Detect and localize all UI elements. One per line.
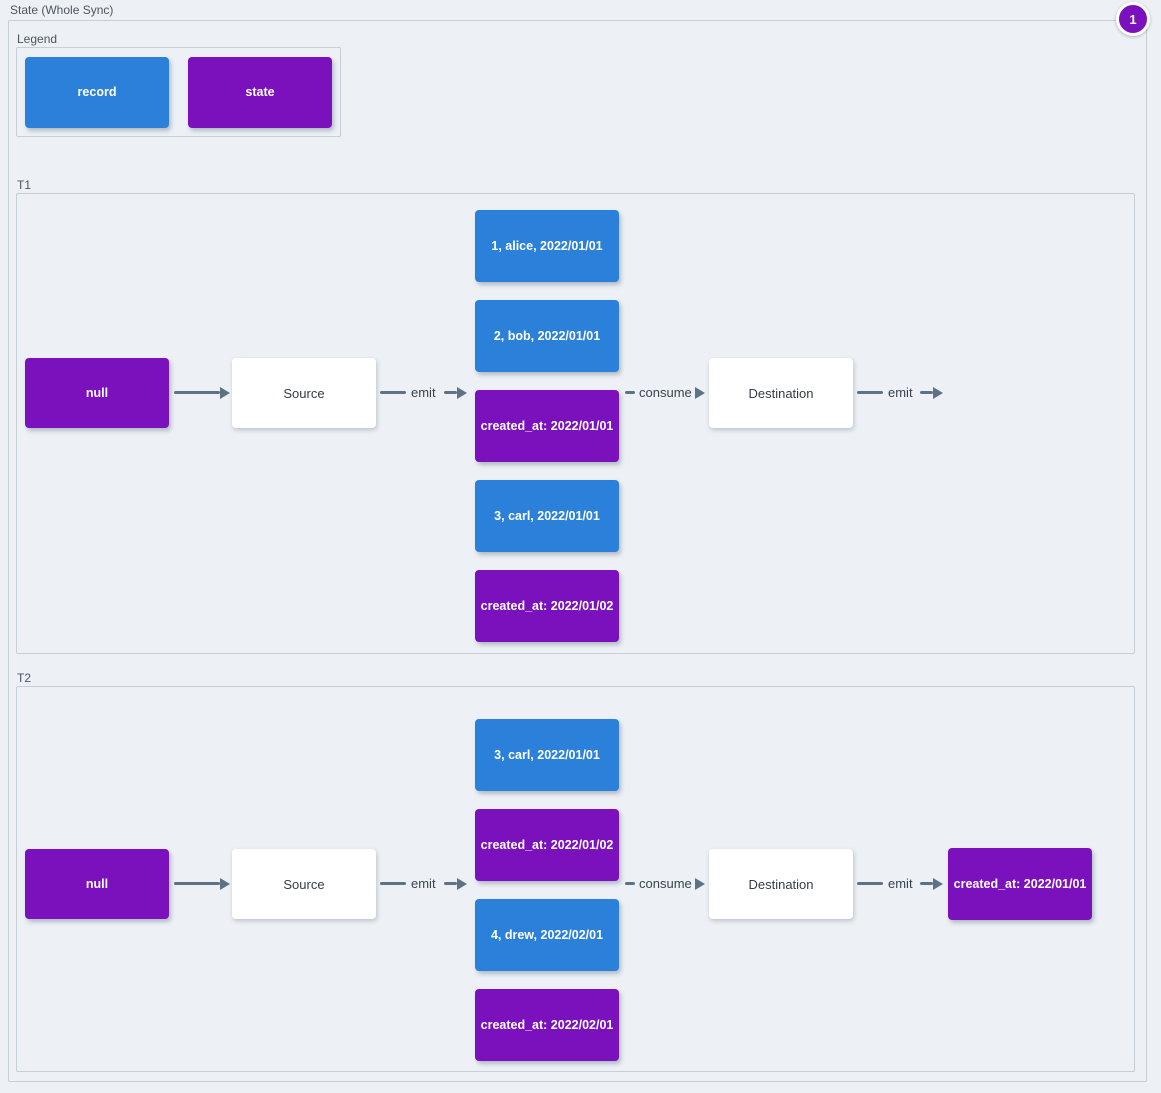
t2-record-1: 3, carl, 2022/01/01 [475, 719, 619, 791]
t2-state-2-label: created_at: 2022/02/01 [480, 1017, 614, 1032]
diagram-title: State (Whole Sync) [10, 3, 114, 17]
t1-emit-arrowhead-icon [457, 387, 467, 399]
t1-consume-line [625, 391, 635, 394]
step-badge[interactable]: 1 [1116, 2, 1150, 36]
t1-emit-out-line-right [920, 391, 933, 394]
t1-state-2-label: created_at: 2022/01/02 [480, 598, 614, 613]
t1-record-1-label: 1, alice, 2022/01/01 [491, 238, 603, 253]
t2-source-node: Source [232, 849, 376, 919]
t1-input-state-node: null [25, 358, 169, 428]
t2-consume-line [625, 882, 635, 885]
t2-consume-label: consume [639, 876, 692, 891]
t2-consume-arrowhead-icon [695, 878, 705, 890]
legend-record-node: record [25, 57, 169, 128]
t1-destination-node: Destination [709, 358, 853, 428]
t1-destination-label: Destination [748, 385, 814, 401]
t2-emit-line-right [444, 882, 457, 885]
t1-container [16, 193, 1135, 654]
legend-record-label: record [77, 85, 117, 99]
legend-title: Legend [17, 32, 58, 46]
t1-emit-line-right [444, 391, 457, 394]
t2-destination-node: Destination [709, 849, 853, 919]
t1-input-state-label: null [85, 385, 109, 400]
t2-emit-out-arrowhead-icon [933, 878, 943, 890]
t1-emit-label: emit [411, 385, 436, 400]
t1-record-2: 2, bob, 2022/01/01 [475, 300, 619, 372]
t1-emit-line-left [380, 391, 406, 394]
t2-container [16, 686, 1135, 1072]
t1-state-2: created_at: 2022/01/02 [475, 570, 619, 642]
t1-state-1-label: created_at: 2022/01/01 [480, 418, 614, 433]
t2-input-state-label: null [85, 876, 109, 891]
state-whole-sync-container [8, 20, 1147, 1082]
t1-emit-out-arrowhead-icon [933, 387, 943, 399]
t1-record-3-label: 3, carl, 2022/01/01 [494, 508, 600, 523]
legend-container [16, 47, 341, 137]
t2-state-1-label: created_at: 2022/01/02 [480, 837, 614, 852]
t2-emit-out-line-left [857, 882, 883, 885]
t2-arrow-null-to-source-head-icon [220, 878, 230, 890]
t2-state-1: created_at: 2022/01/02 [475, 809, 619, 881]
t2-output-state-label: created_at: 2022/01/01 [953, 876, 1087, 891]
t2-output-state-node: created_at: 2022/01/01 [948, 848, 1092, 920]
t1-source-node: Source [232, 358, 376, 428]
t1-title: T1 [17, 178, 32, 192]
t2-state-2: created_at: 2022/02/01 [475, 989, 619, 1061]
t1-consume-arrowhead-icon [695, 387, 705, 399]
t1-source-label: Source [283, 385, 325, 401]
t2-title: T2 [17, 671, 32, 685]
t2-emit-out-label: emit [888, 876, 913, 891]
legend-state-node: state [188, 57, 332, 128]
t1-arrow-null-to-source-line [174, 391, 220, 394]
t1-state-1: created_at: 2022/01/01 [475, 390, 619, 462]
legend-state-label: state [245, 85, 275, 99]
t1-record-1: 1, alice, 2022/01/01 [475, 210, 619, 282]
t1-consume-label: consume [639, 385, 692, 400]
t1-record-3: 3, carl, 2022/01/01 [475, 480, 619, 552]
t2-record-2: 4, drew, 2022/02/01 [475, 899, 619, 971]
t2-emit-label: emit [411, 876, 436, 891]
t2-source-label: Source [283, 876, 325, 892]
t1-arrow-null-to-source-head-icon [220, 387, 230, 399]
step-badge-number: 1 [1129, 11, 1137, 27]
t1-emit-out-label: emit [888, 385, 913, 400]
t2-emit-line-left [380, 882, 406, 885]
t2-destination-label: Destination [748, 876, 814, 892]
t1-record-2-label: 2, bob, 2022/01/01 [493, 328, 601, 343]
t2-arrow-null-to-source-line [174, 882, 220, 885]
t2-record-1-label: 3, carl, 2022/01/01 [494, 747, 600, 762]
t2-record-2-label: 4, drew, 2022/02/01 [490, 927, 604, 942]
t2-input-state-node: null [25, 849, 169, 919]
t1-emit-out-line-left [857, 391, 883, 394]
t2-emit-out-line-right [920, 882, 933, 885]
t2-emit-arrowhead-icon [457, 878, 467, 890]
